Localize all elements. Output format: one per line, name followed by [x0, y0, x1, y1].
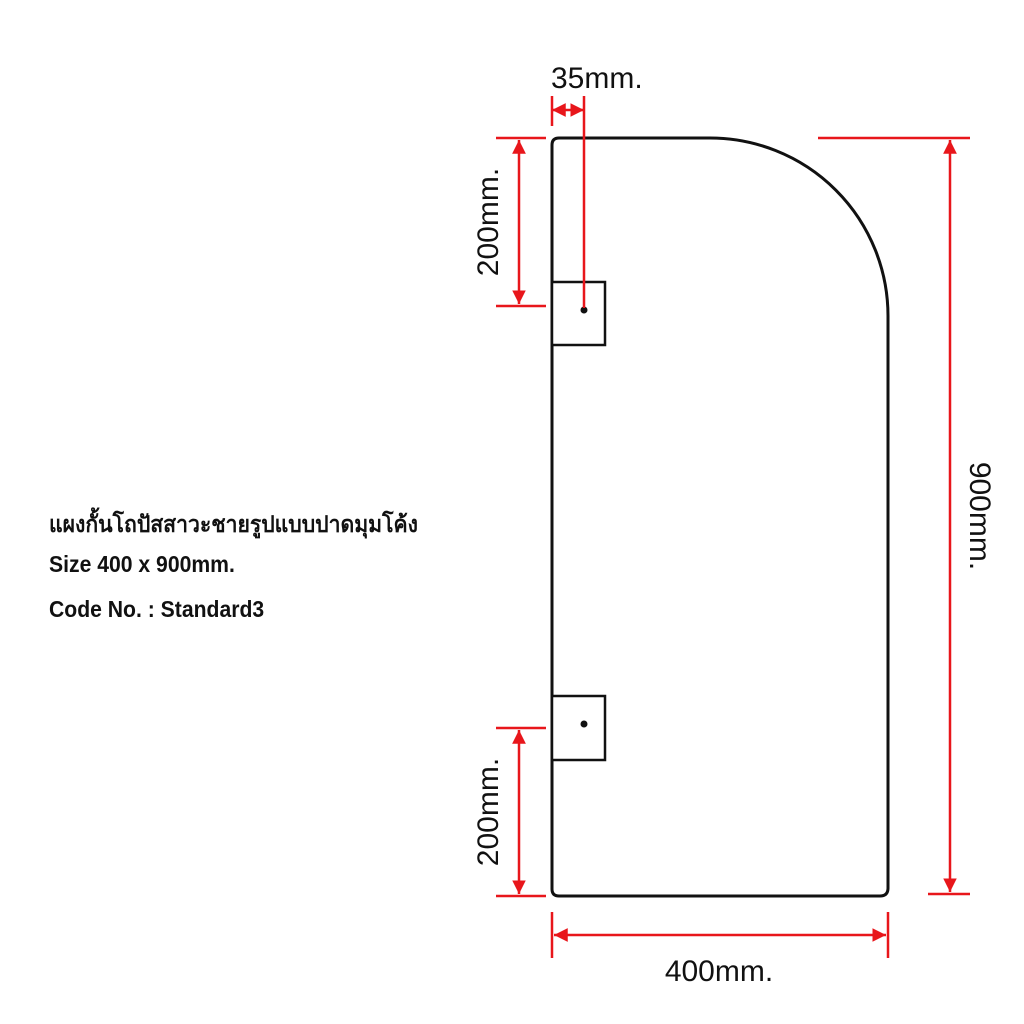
panel-outline: [550, 136, 890, 898]
product-code: Code No. : Standard3: [49, 596, 265, 622]
bottom-bracket: [550, 694, 607, 762]
bracket-offset-label: 35mm.: [551, 62, 643, 95]
height-dimension: [818, 136, 970, 896]
product-title: แผงกั้นโถปัสสาวะชายรูปแบบปาดมุมโค้ง: [49, 511, 418, 537]
bottom-bracket-hole: [580, 720, 588, 728]
height-label: 900mm.: [963, 462, 996, 570]
top-bracket-dimension: [496, 136, 546, 308]
width-label: 400mm.: [665, 955, 773, 988]
bottom-bracket-label: 200mm.: [472, 758, 505, 866]
top-bracket-label: 200mm.: [472, 168, 505, 276]
top-bracket: [550, 280, 607, 347]
bracket-offset-dimension: [550, 96, 586, 308]
top-bracket-hole: [580, 306, 588, 314]
width-dimension: [550, 912, 890, 958]
bottom-bracket-dimension: [496, 726, 546, 898]
product-size: Size 400 x 900mm.: [49, 551, 235, 577]
